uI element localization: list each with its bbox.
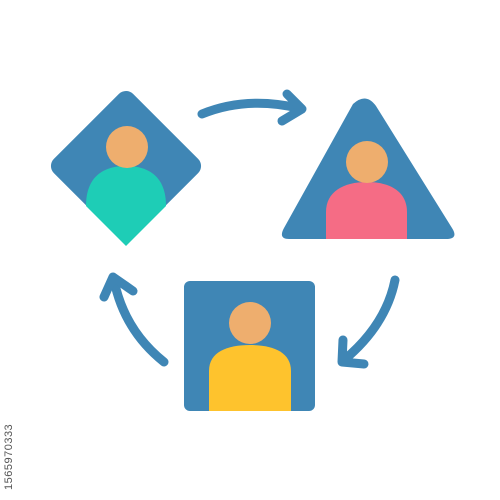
person-in-triangle-icon (281, 98, 455, 239)
person-body-teal (86, 166, 166, 246)
person-body-pink (326, 182, 407, 239)
stock-image-id: 1565970333 (3, 423, 15, 490)
person-in-square-icon (184, 281, 315, 411)
person-head (229, 302, 271, 344)
curved-arrow-right-icon (337, 275, 400, 369)
person-head (106, 126, 148, 168)
curved-arrow-top-icon (197, 89, 307, 126)
curved-arrow-left-icon (99, 272, 169, 367)
person-in-diamond-icon (50, 90, 202, 246)
person-head (346, 141, 388, 183)
person-body-yellow (209, 345, 291, 411)
